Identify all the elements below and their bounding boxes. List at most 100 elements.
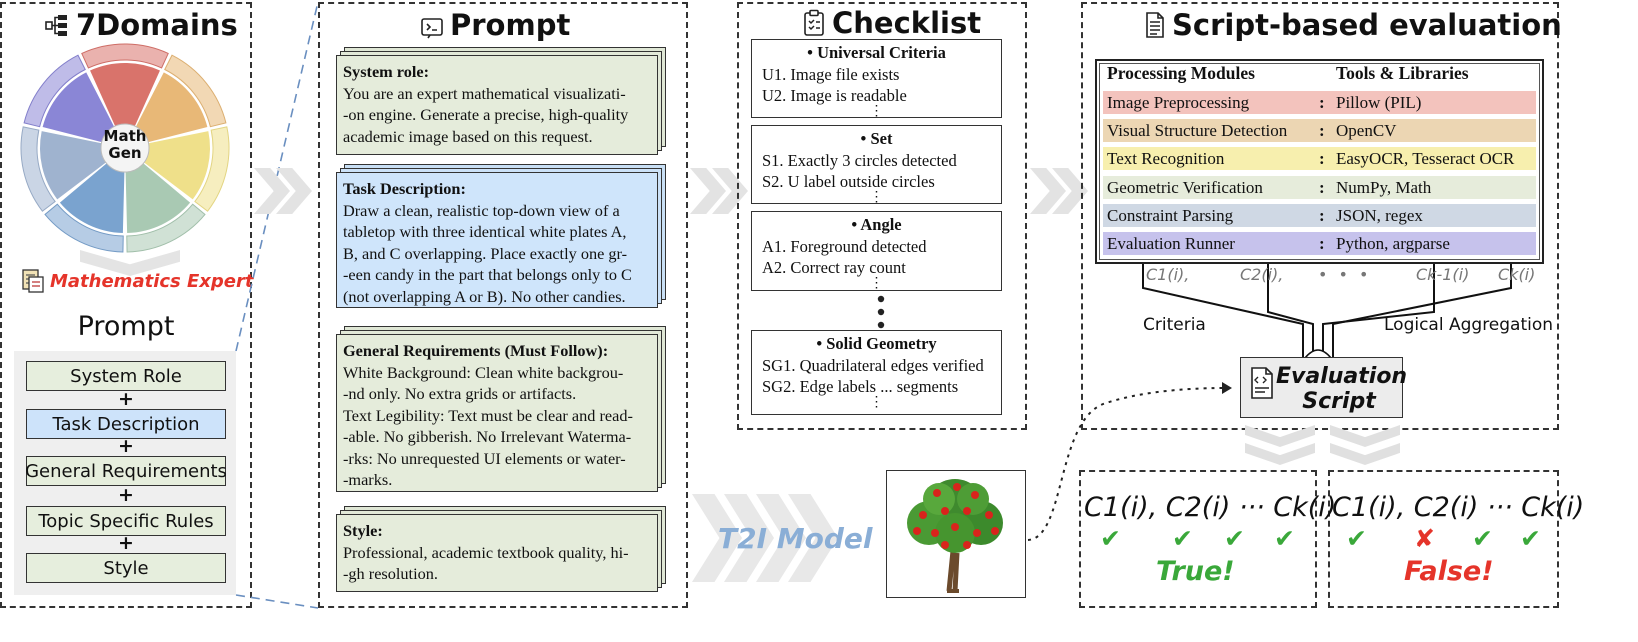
- system-role-line-2: -on engine. Generate a precise, high-qua…: [343, 105, 629, 124]
- table-row: Text Recognition:EasyOCR, Tesseract OCR: [1101, 147, 1536, 170]
- t2i-model-label: T2I Model: [718, 522, 873, 555]
- row-colon: :: [1319, 205, 1325, 225]
- task-description-card: Task Description: Draw a clean, realisti…: [336, 164, 666, 308]
- criteria-label-k-minus-1: Ck-1(i): [1416, 265, 1470, 284]
- tools-name: EasyOCR, Tesseract OCR: [1336, 149, 1515, 169]
- system-role-line-1: You are an expert mathematical visualiza…: [343, 83, 626, 103]
- script-panel-title: Script-based evaluation: [1144, 8, 1562, 42]
- vertical-ellipsis: ⋮: [869, 103, 884, 119]
- checklist-dots: [877, 295, 885, 329]
- header-processing-modules: Processing Modules: [1107, 63, 1255, 83]
- component-task-description: Task Description: [26, 409, 226, 439]
- bullet: •: [807, 43, 813, 62]
- angle-item-2: A2. Correct ray count: [762, 258, 906, 277]
- checklist-title-text: Checklist: [832, 6, 982, 40]
- table-row-bg: [1103, 203, 1536, 227]
- module-name: Evaluation Runner: [1107, 234, 1235, 253]
- wheel-outer-segment: [81, 43, 169, 69]
- tools-name: Pillow (PIL): [1336, 93, 1422, 112]
- system-role-line-3: academic image based on this request.: [343, 126, 593, 146]
- script-panel-title-text: Script-based evaluation: [1172, 8, 1562, 42]
- false-check-3: ✔: [1472, 524, 1493, 553]
- task-line-5: (not overlapping A or B). No other candi…: [343, 286, 626, 306]
- angle-heading: Angle: [860, 215, 902, 234]
- general-requirements-card: General Requirements (Must Follow): Whit…: [336, 326, 666, 492]
- set-item-1: S1. Exactly 3 circles detected: [762, 150, 957, 170]
- bullet: •: [816, 334, 823, 353]
- plus-sign-2: +: [118, 435, 134, 457]
- false-check-4: ✔: [1520, 524, 1541, 553]
- expert-label: Mathematics Expert: [20, 268, 254, 294]
- set-item-2: S2. U label outside circles: [762, 172, 935, 191]
- style-line-1: Professional, academic textbook quality,…: [343, 542, 629, 562]
- requirements-line-1: White Background: Clean white backgrou-: [343, 362, 624, 382]
- tools-name: Python, argparse: [1336, 234, 1450, 253]
- terminal-icon: [420, 13, 444, 39]
- wheel-center-line2: Gen: [108, 144, 142, 162]
- plus-sign-1: +: [118, 388, 134, 410]
- requirements-line-6: -marks.: [343, 470, 393, 489]
- true-check-3: ✔: [1224, 524, 1245, 553]
- plus-sign-3: +: [118, 484, 134, 506]
- true-formula: C1(i), C2(i) ··· Ck(i): [1084, 492, 1337, 523]
- module-name: Visual Structure Detection: [1107, 121, 1288, 141]
- wheel-segment: [90, 62, 160, 127]
- true-check-4: ✔: [1274, 524, 1295, 553]
- false-cross-2: ✘: [1414, 524, 1435, 553]
- script-panel: [1081, 2, 1559, 430]
- criteria-text: Criteria: [1143, 315, 1206, 335]
- requirements-line-2: -nd only. No extra grids or artifacts.: [343, 384, 577, 403]
- universal-heading: Universal Criteria: [817, 43, 946, 62]
- generated-image-frame: [886, 470, 1026, 598]
- tools-name: NumPy, Math: [1336, 177, 1432, 197]
- apple-tree-image: [907, 479, 1003, 593]
- aggregation-wires: [1142, 264, 1512, 359]
- style-line-2: -gh resolution.: [343, 564, 438, 583]
- wheel-outer-segment: [164, 54, 227, 128]
- table-row-bg: [1103, 119, 1536, 143]
- universal-item-1: U1. Image file exists: [762, 64, 900, 84]
- wheel-outer-segment: [194, 126, 230, 212]
- tools-name: JSON, regex: [1336, 205, 1423, 225]
- module-name: Geometric Verification: [1107, 177, 1263, 197]
- table-row-bg: [1103, 147, 1536, 171]
- criteria-label-2: C2(i),: [1240, 265, 1284, 284]
- bullet: •: [860, 129, 867, 148]
- component-style: Style: [26, 553, 226, 583]
- checklist-solid-geometry: • Solid Geometry SG1. Quadrilateral edge…: [751, 330, 1002, 415]
- eval-script-line2: Script: [1302, 389, 1376, 414]
- wheel-segment: [135, 72, 208, 143]
- false-formula: C1(i), C2(i) ··· Ck(i): [1332, 492, 1585, 523]
- system-role-card: System role: You are an expert mathemati…: [336, 47, 666, 155]
- style-heading: Style:: [343, 521, 383, 540]
- style-card: Style: Professional, academic textbook q…: [336, 506, 666, 592]
- tools-name: OpenCV: [1336, 121, 1397, 141]
- table-row: Visual Structure Detection:OpenCV: [1101, 119, 1536, 142]
- wheel-center-line1: Math: [103, 127, 147, 145]
- logical-aggregation-text: Logical Aggregation: [1384, 315, 1554, 335]
- prompt-title: Prompt: [420, 8, 570, 42]
- row-colon: :: [1319, 149, 1325, 169]
- row-colon: :: [1319, 93, 1325, 112]
- criteria-label-k: Ck(i): [1498, 265, 1536, 284]
- domains-panel: [0, 2, 252, 608]
- table-row: Geometric Verification: NumPy, Math: [1101, 176, 1536, 199]
- row-colon: :: [1319, 177, 1325, 197]
- task-line-3: B, and C overlapping. Place exactly one …: [343, 243, 628, 263]
- result-true-box: [1079, 470, 1317, 608]
- task-line-2: tabletop with three identical white plat…: [343, 222, 627, 241]
- set-heading: Set: [870, 129, 893, 148]
- false-verdict: False!: [1404, 556, 1494, 587]
- universal-item-2: U2. Image is readable: [762, 86, 907, 105]
- checklist-title: Checklist: [802, 6, 981, 40]
- component-topic-specific-rules: Topic Specific Rules: [26, 506, 226, 536]
- modules-table-inner: [1099, 63, 1540, 260]
- checklist-set: • Set S1. Exactly 3 circles detected S2.…: [751, 125, 1002, 204]
- table-row-bg: [1103, 175, 1536, 199]
- checklist-universal: • Universal Criteria U1. Image file exis…: [751, 39, 1002, 118]
- domains-title: 7Domains: [44, 8, 238, 42]
- eval-script-line1: Evaluation: [1276, 364, 1408, 389]
- checklist-angle: • Angle A1. Foreground detected A2. Corr…: [751, 211, 1002, 291]
- table-row: Evaluation Runner:Python, argparse: [1101, 232, 1536, 255]
- header-tools-libraries: Tools & Libraries: [1336, 63, 1469, 83]
